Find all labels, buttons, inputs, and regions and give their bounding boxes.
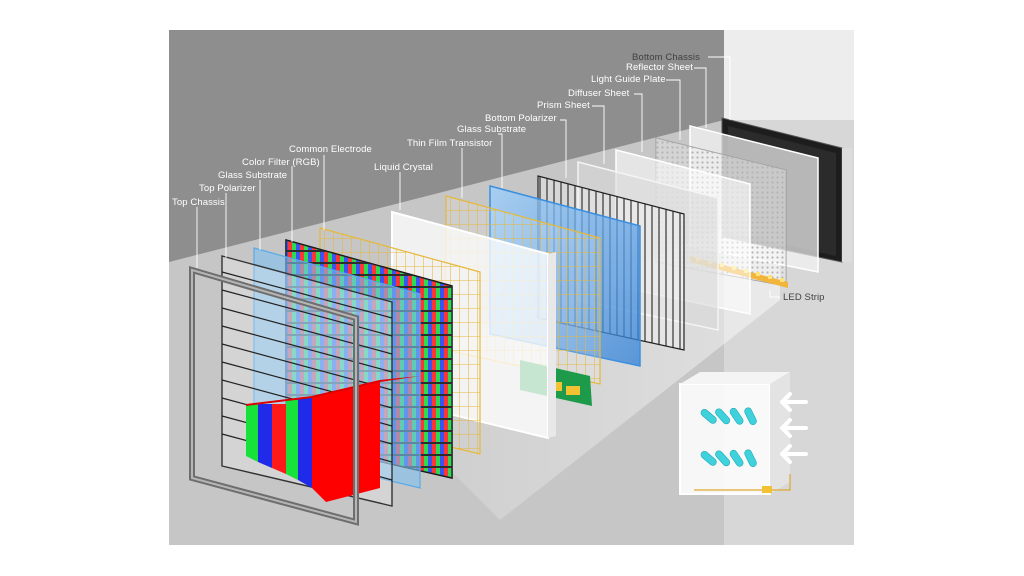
liquid-crystal-zoom: [679, 372, 791, 495]
label-liquid-crystal: Liquid Crystal: [374, 162, 433, 173]
rgb-light-output: [246, 376, 420, 502]
label-light-guide-plate: Light Guide Plate: [591, 74, 666, 85]
arrow-left-icon: [780, 444, 808, 464]
label-thin-film-transistor: Thin Film Transistor: [407, 138, 492, 149]
label-top-chassis: Top Chassis: [172, 197, 225, 208]
label-common-electrode: Common Electrode: [289, 144, 372, 155]
right-wall: [724, 30, 854, 120]
label-bottom-polarizer: Bottom Polarizer: [485, 113, 557, 124]
label-diffuser-sheet: Diffuser Sheet: [568, 88, 630, 99]
label-glass-substrate-bottom: Glass Substrate: [457, 124, 526, 135]
top-chassis-highlight: [191, 268, 357, 524]
label-glass-substrate-top: Glass Substrate: [218, 170, 287, 181]
leader-lines: [196, 56, 780, 298]
label-color-filter: Color Filter (RGB): [242, 157, 320, 168]
label-led-strip: LED Strip: [783, 292, 825, 303]
label-reflector-sheet: Reflector Sheet: [626, 62, 693, 73]
back-wall: [169, 30, 724, 262]
arrow-left-icon: [780, 392, 808, 412]
label-top-polarizer: Top Polarizer: [199, 183, 256, 194]
layer-labels: Top Chassis Top Polarizer Glass Substrat…: [172, 52, 825, 303]
light-input-arrows: [780, 392, 808, 464]
label-bottom-chassis: Bottom Chassis: [632, 52, 700, 63]
arrow-left-icon: [780, 418, 808, 438]
label-prism-sheet: Prism Sheet: [537, 100, 590, 111]
